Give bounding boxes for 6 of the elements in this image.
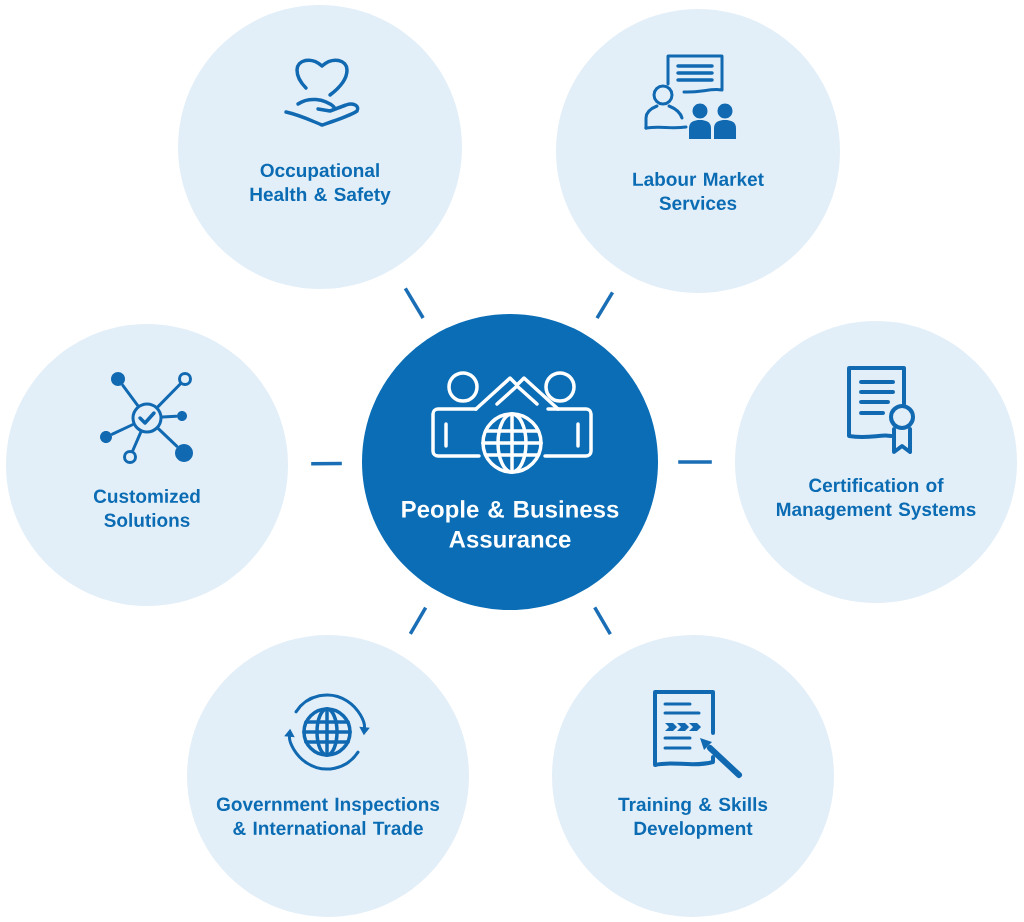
connector-line [678,460,712,464]
connector-line [311,461,342,466]
connector-line [593,606,612,636]
connector-line [595,291,615,319]
connector-line [403,287,425,319]
connector-line [408,606,428,635]
